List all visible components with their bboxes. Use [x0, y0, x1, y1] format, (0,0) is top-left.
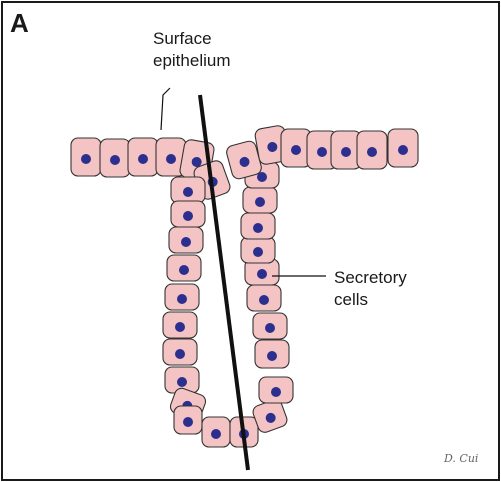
cell-nucleus [265, 323, 275, 333]
epithelial-cell [259, 377, 293, 403]
cell-nucleus [271, 387, 281, 397]
epithelial-cell [255, 340, 289, 368]
cell-nucleus [183, 187, 193, 197]
cell-nucleus [341, 147, 351, 157]
epithelial-cell [357, 131, 387, 169]
cell-nucleus [177, 294, 187, 304]
epithelial-cell [128, 138, 158, 176]
epithelial-cell [241, 213, 275, 239]
secretory-label-line2: cells [334, 290, 368, 309]
epithelial-cell [163, 312, 197, 338]
cell-nucleus [253, 223, 263, 233]
epithelial-cell [243, 187, 277, 213]
epithelial-cell [163, 339, 197, 365]
cell-nucleus [81, 154, 91, 164]
epithelial-cell [241, 237, 275, 263]
epithelial-cell [202, 417, 230, 447]
surface-label-line2: epithelium [153, 51, 231, 70]
epithelial-cell [253, 313, 287, 339]
cell-nucleus [175, 349, 185, 359]
cell-nucleus [317, 147, 327, 157]
epithelial-cell [247, 285, 281, 311]
epithelial-cell [171, 201, 205, 227]
cell-nucleus [259, 295, 269, 305]
cell-nucleus [138, 154, 148, 164]
epithelial-cell [171, 177, 205, 203]
cell-nucleus [183, 211, 193, 221]
cell-nucleus [211, 429, 221, 439]
cell-nucleus [367, 147, 377, 157]
cell-nucleus [110, 155, 120, 165]
cell-nucleus [179, 265, 189, 275]
secretory-label-line1: Secretory [334, 268, 407, 287]
cell-nucleus [177, 377, 187, 387]
epithelial-cell [167, 255, 201, 281]
cell-nucleus [267, 351, 277, 361]
cell-nucleus [398, 145, 408, 155]
epithelial-cell [388, 129, 418, 167]
surface-leader-line [161, 88, 170, 130]
epithelial-cell [100, 139, 130, 177]
cell-nucleus [183, 417, 193, 427]
epithelial-cell [165, 284, 199, 310]
cell-nucleus [253, 247, 263, 257]
cell-nucleus [181, 237, 191, 247]
cell-nucleus [291, 145, 301, 155]
epithelial-cell [169, 227, 203, 253]
surface-label-line1: Surface [153, 29, 212, 48]
cell-nucleus [175, 322, 185, 332]
artist-signature: D. Cui [443, 452, 478, 465]
cell-nucleus [255, 197, 265, 207]
cell-nucleus [257, 269, 267, 279]
epithelial-cell [71, 138, 101, 176]
panel-letter: A [10, 8, 29, 38]
cell-nucleus [166, 154, 176, 164]
epithelial-cell [174, 406, 202, 434]
